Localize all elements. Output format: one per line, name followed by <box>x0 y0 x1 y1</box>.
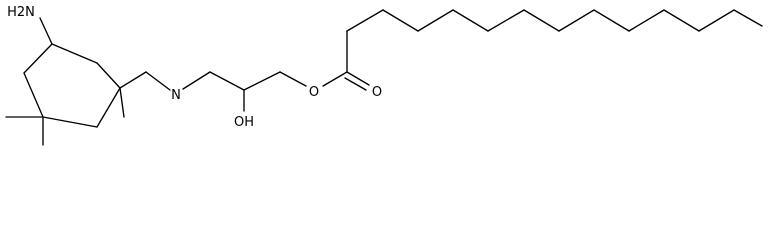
bond-ch2-o <box>279 71 307 87</box>
ester-group <box>322 71 370 91</box>
bond <box>733 9 763 27</box>
ring-substituents <box>5 17 171 146</box>
bond-methyl <box>119 87 125 118</box>
bond-amine <box>39 17 53 45</box>
bond <box>42 116 98 128</box>
bond <box>523 9 560 32</box>
bond <box>698 9 735 32</box>
amine-label: H2N <box>7 5 35 20</box>
bond <box>558 9 595 32</box>
ester-oxygen-label: O <box>309 85 319 100</box>
bond <box>23 43 53 74</box>
bond-n-ch2 <box>182 71 211 90</box>
bond <box>663 9 700 32</box>
bond <box>23 72 44 118</box>
bond <box>209 71 245 91</box>
bond-ch2-n <box>145 71 171 91</box>
bond <box>96 62 121 89</box>
molecule-diagram: H2N N OH O O <box>5 5 763 146</box>
bond <box>96 87 121 128</box>
cyclohexane-ring <box>23 43 121 128</box>
bond <box>51 43 98 64</box>
bond <box>628 9 665 32</box>
atom-labels: H2N N OH O O <box>7 5 382 130</box>
bond <box>346 9 384 32</box>
bond <box>417 9 454 32</box>
bond <box>593 9 630 32</box>
bond-carbonyl-double <box>344 77 367 91</box>
bond <box>487 9 525 32</box>
bond-carbonyl-double <box>346 71 370 86</box>
bond <box>452 9 489 32</box>
hydroxypropyl-linker <box>182 71 307 112</box>
bond <box>382 9 419 32</box>
bond-o-carbonyl <box>322 71 348 87</box>
carbonyl-oxygen-label: O <box>372 85 382 100</box>
secondary-amine-label: N <box>171 88 181 103</box>
alkyl-chain <box>346 9 763 73</box>
bond-ch2 <box>119 71 147 89</box>
bond <box>243 71 281 91</box>
hydroxyl-label: OH <box>234 115 254 130</box>
